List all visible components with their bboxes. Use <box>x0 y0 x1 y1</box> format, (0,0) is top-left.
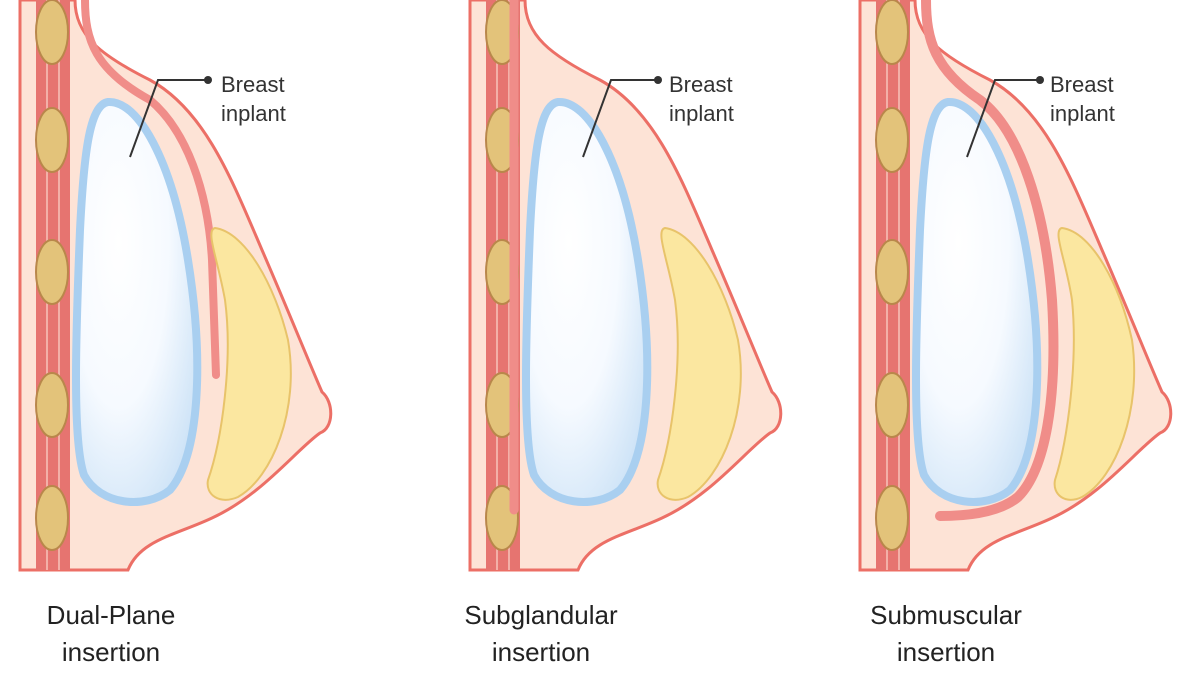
mammary-gland <box>1053 226 1136 501</box>
rib <box>875 485 909 551</box>
callout-line: Breast <box>1050 72 1114 97</box>
panel-submuscular <box>858 0 1173 572</box>
implant <box>72 98 202 506</box>
pectoral-muscle <box>921 0 1059 521</box>
caption-dual-plane: Dual-Plane insertion <box>0 597 231 671</box>
callout-label-dual-plane: Breast inplant <box>221 70 286 128</box>
caption-line: insertion <box>491 637 591 667</box>
callout-line: inplant <box>1050 101 1115 126</box>
caption-line: Dual-Plane <box>46 600 176 630</box>
callout-label-submuscular: Breast inplant <box>1050 70 1115 128</box>
caption-submuscular: Submuscular insertion <box>826 597 1066 671</box>
implant <box>522 98 652 506</box>
callout-line: Breast <box>221 72 285 97</box>
rib <box>875 107 909 173</box>
callout-line: Breast <box>669 72 733 97</box>
callout-leader <box>129 76 212 158</box>
callout-line: inplant <box>221 101 286 126</box>
caption-line: Submuscular <box>870 600 1022 630</box>
implant <box>912 98 1042 506</box>
pectoral-muscle <box>81 0 220 379</box>
rib <box>875 372 909 438</box>
callout-leader <box>966 76 1044 158</box>
callout-line: inplant <box>669 101 734 126</box>
mammary-gland <box>656 226 742 501</box>
rib <box>35 239 69 305</box>
caption-line: insertion <box>896 637 996 667</box>
caption-subglandular: Subglandular insertion <box>421 597 661 671</box>
panel-subglandular <box>468 0 783 572</box>
mammary-gland <box>206 226 292 501</box>
rib <box>35 485 69 551</box>
callout-label-subglandular: Breast inplant <box>669 70 734 128</box>
rib <box>35 107 69 173</box>
rib <box>875 239 909 305</box>
rib <box>35 372 69 438</box>
panel-dual-plane <box>18 0 333 572</box>
rib-group <box>35 0 69 551</box>
rib <box>35 0 69 65</box>
callout-leader <box>582 76 662 158</box>
rib <box>875 0 909 65</box>
caption-line: insertion <box>61 637 161 667</box>
caption-line: Subglandular <box>464 600 618 630</box>
rib-group <box>875 0 909 551</box>
